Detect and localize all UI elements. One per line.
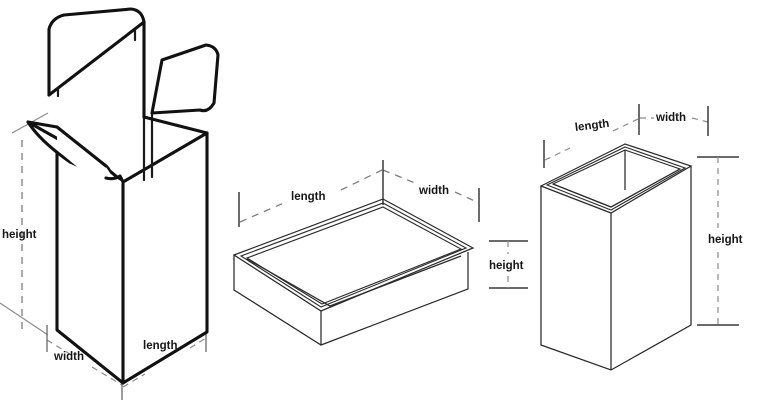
carton-flap-front-lower-edge: [104, 174, 125, 184]
carton-flap-rear-fill: [49, 9, 144, 117]
tray-width-dimension-line-b: [454, 191, 480, 204]
carton-width-dimension-line-upper: [46, 339, 74, 357]
tray-wall-front-right: [321, 252, 468, 345]
carton-length-label: length: [143, 340, 178, 352]
tall-box-rim-inner: [545, 146, 687, 211]
carton-length-dimension-line-upper: [189, 337, 207, 349]
tall-box-dimensions: [543, 104, 739, 326]
carton-flap-right-fill: [152, 45, 218, 113]
tall-box-interior-opening: [552, 148, 683, 209]
carton-panel-left: [57, 127, 123, 383]
figure-shallow-tray: length width height: [232, 160, 528, 346]
carton-flap-front-fill: [57, 127, 123, 188]
carton-flap-right-fold: [142, 115, 209, 135]
tall-box-panel-left: [541, 186, 611, 370]
carton-height-label: height: [2, 229, 37, 241]
tray-wall-front-left: [234, 255, 321, 345]
tray-rim-outer-top: [232, 198, 475, 312]
carton-flap-rear-outline: [47, 7, 146, 119]
tray-length-label: length: [291, 191, 326, 203]
carton-width-label: width: [53, 351, 84, 363]
tray-rim-inner-line-b: [245, 206, 463, 305]
tray-width-label: width: [418, 185, 449, 197]
figure-tall-open-box: length width height: [539, 104, 743, 371]
tall-length-dimension-line-a: [544, 147, 571, 161]
tray-rim-inner-line: [239, 202, 468, 308]
tall-box-width-label: width: [655, 112, 686, 124]
tall-box-panel-right: [611, 166, 691, 370]
carton-flap-front-top-edge: [26, 120, 108, 168]
carton-length-dimension-line-lower: [122, 373, 146, 388]
tall-length-dimension-line-b: [612, 118, 639, 132]
carton-interior: [142, 111, 154, 182]
tray-body: [232, 198, 475, 346]
carton-flap-right-outline: [150, 43, 220, 115]
tray-interior-floor-edges: [246, 255, 462, 307]
tall-box-interior-floor-edges: [552, 168, 681, 208]
tall-box-length-label: length: [574, 118, 610, 134]
figure-open-carton: height width length: [0, 7, 220, 400]
tray-dimensions: [238, 160, 528, 289]
tall-box-height-label: height: [708, 234, 743, 246]
tray-height-label: height: [489, 260, 524, 272]
tray-width-dimension-line-a: [382, 169, 416, 184]
carton-height-lower-leader: [0, 302, 49, 336]
tall-width-dimension-line-b: [691, 117, 709, 123]
carton-flap-rear-crease: [47, 20, 146, 97]
carton-flaps: [26, 7, 220, 188]
tray-length-dimension-line-a: [239, 201, 287, 223]
carton-width-dimension-line-lower: [91, 366, 123, 386]
tall-box-body: [539, 143, 693, 371]
carton-panel-right: [123, 133, 207, 383]
tray-interior-floor: [247, 215, 461, 306]
